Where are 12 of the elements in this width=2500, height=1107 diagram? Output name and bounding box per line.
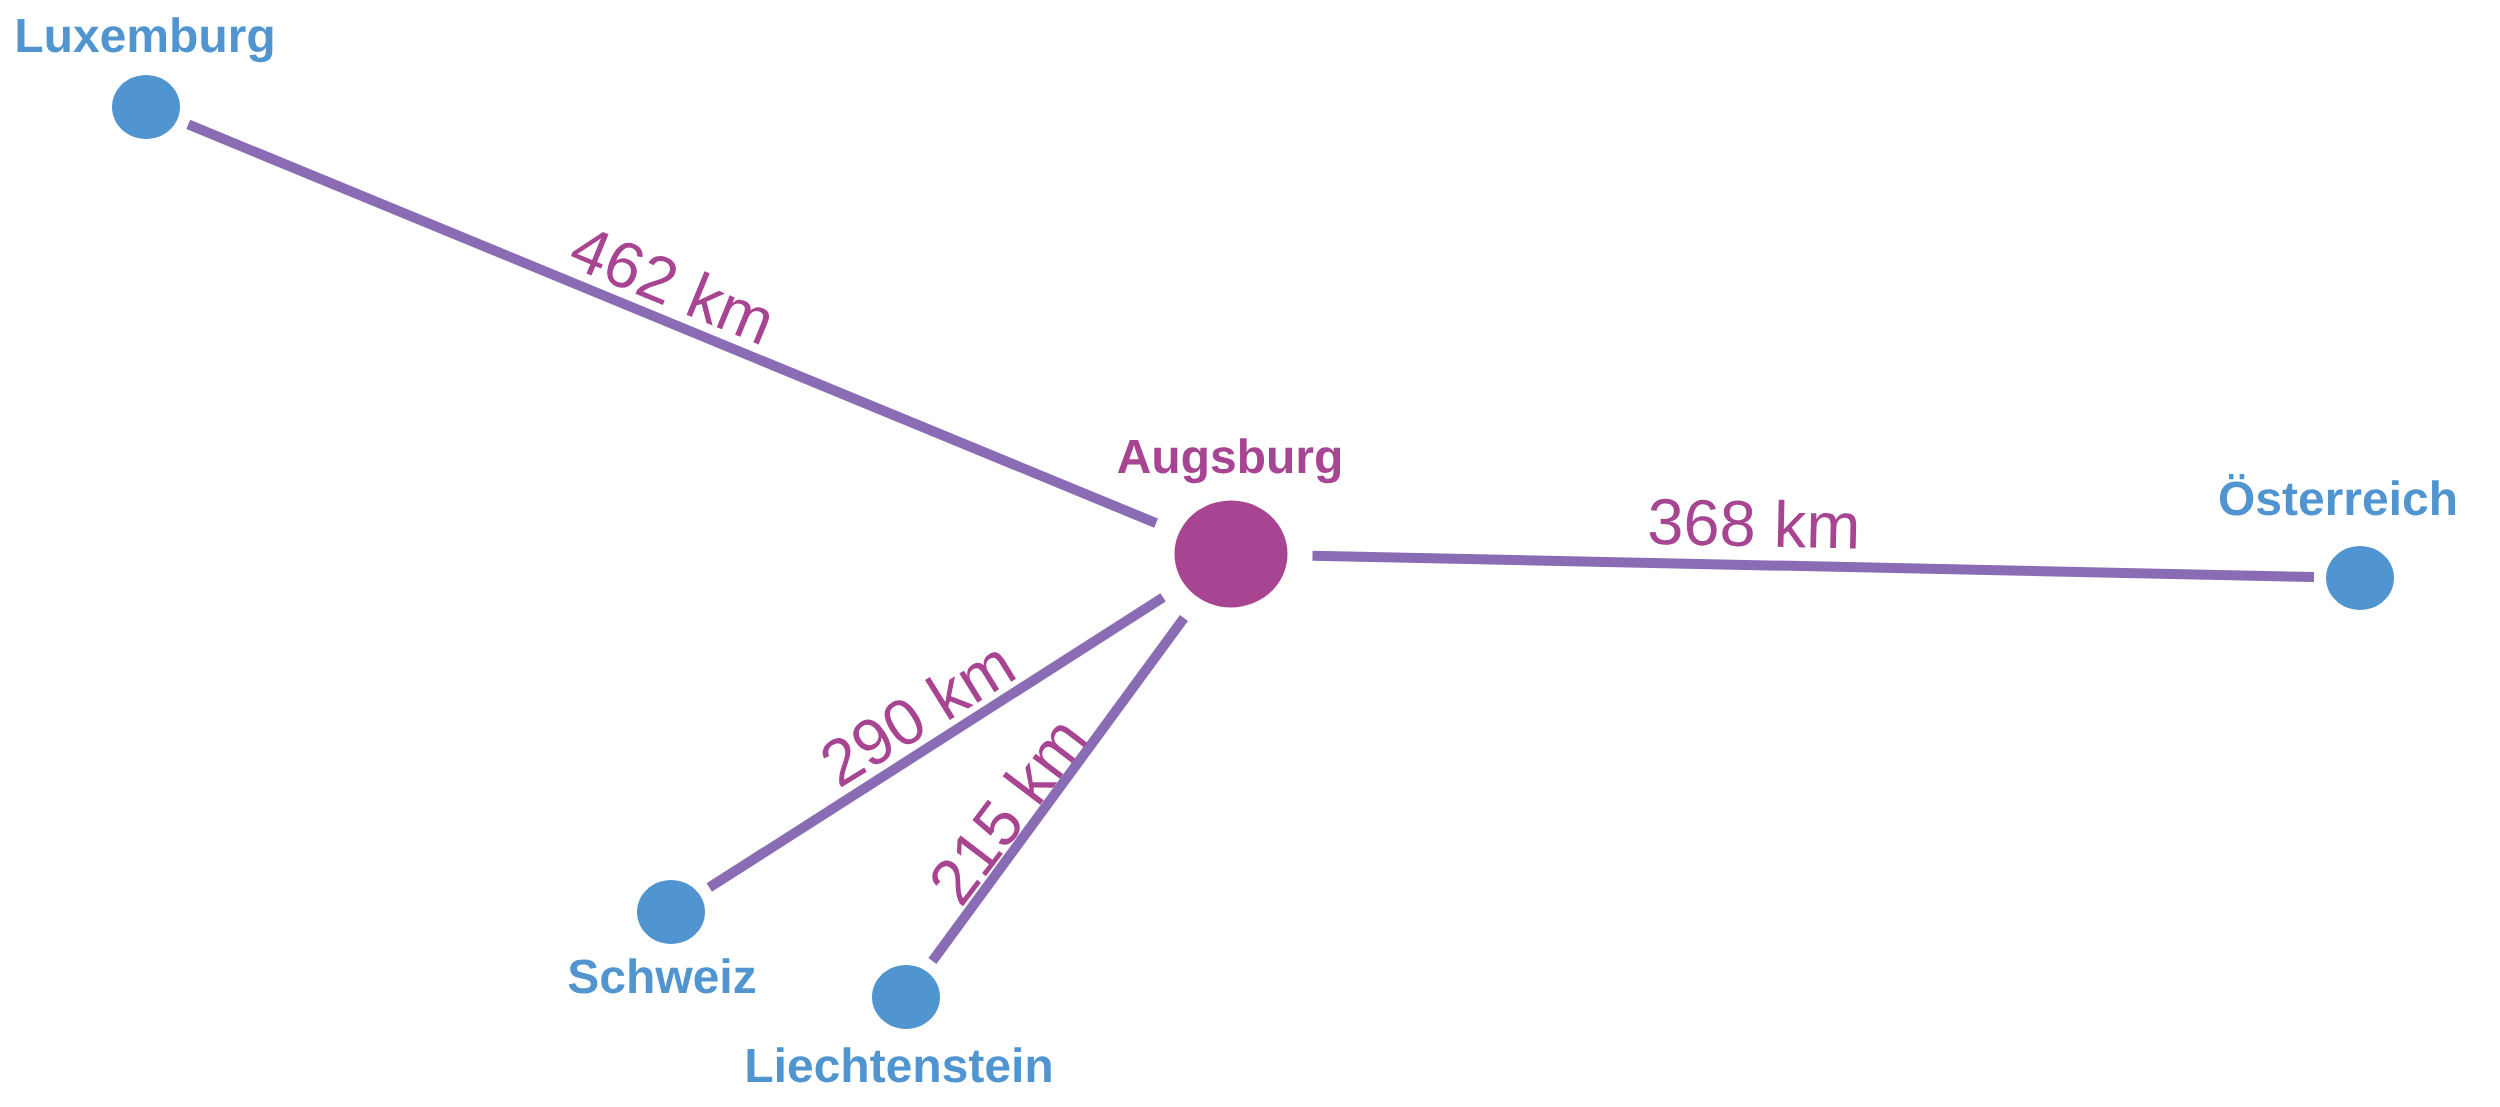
place-name: Liechtenstein [747, 1047, 1051, 1083]
connecting-line [706, 593, 1166, 892]
connecting-line [186, 119, 1158, 528]
connecting-line [928, 615, 1189, 964]
place-name: Augsburg [1117, 438, 1341, 484]
connecting-line [1312, 550, 2315, 582]
distance-label: 215 km [932, 725, 1088, 907]
place-name: Luxemburg [17, 17, 273, 63]
place-name: Österreich [2219, 474, 2456, 516]
distance-label: 368 km [1649, 498, 1857, 549]
place-name: Schweiz [568, 958, 755, 994]
distance-label: 462 km [570, 231, 770, 345]
